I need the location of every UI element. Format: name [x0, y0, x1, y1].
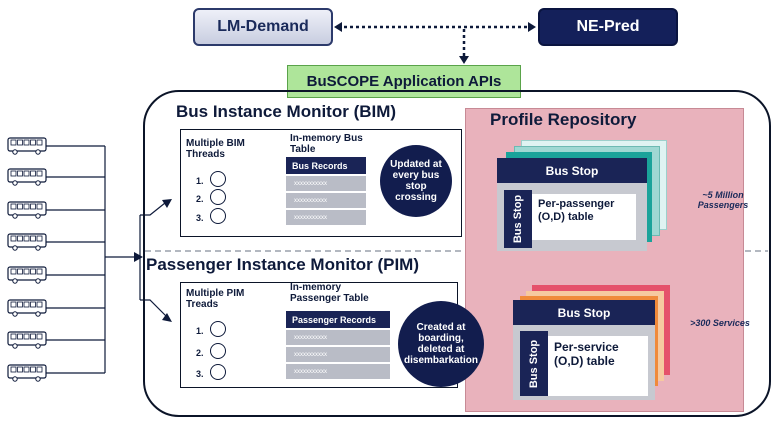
- bus-thread-icon: [210, 189, 226, 205]
- pim-title: Passenger Instance Monitor (PIM): [146, 255, 419, 274]
- per-passenger-table: Per-passenger (O,D) table: [532, 194, 636, 240]
- bus-record-row: xxxxxxxxxxx: [286, 193, 366, 208]
- bus-icon: [7, 201, 47, 219]
- bus-icon: [7, 137, 47, 155]
- bus-feed-lines: [46, 145, 169, 374]
- top-brace-label: ~5 Million Passengers: [697, 190, 749, 210]
- pim-feed-arrow-icon: [162, 313, 172, 322]
- passenger-thread-icon: [210, 321, 226, 337]
- bus-icon: [7, 168, 47, 186]
- down-arrowhead-icon: [459, 56, 469, 64]
- bus-record-row: xxxxxxxxxxx: [286, 176, 366, 191]
- passenger-record-row: xxxxxxxxxxx: [286, 330, 390, 345]
- bus-icon: [7, 266, 47, 284]
- bus-icon: [7, 299, 47, 317]
- bim-thread-number: 1.: [196, 176, 204, 186]
- passenger-records-header: Passenger Records: [286, 311, 390, 328]
- bus-stop-side-bottom: Bus Stop: [520, 331, 548, 396]
- bus-icon: [7, 331, 47, 349]
- bus-icon: [7, 364, 47, 382]
- bus-icon: [7, 233, 47, 251]
- pim-threads-label: Multiple PIM Treads: [186, 288, 245, 310]
- buscope-container: [143, 90, 771, 417]
- profile-repository-title: Profile Repository: [490, 110, 637, 129]
- lm-demand-box: LM-Demand: [193, 8, 333, 46]
- bus-stop-side-top: Bus Stop: [504, 190, 532, 248]
- bim-title: Bus Instance Monitor (BIM): [176, 102, 397, 121]
- pim-table-label: In-memory Passenger Table: [290, 282, 369, 304]
- passenger-record-row: xxxxxxxxxxx: [286, 347, 390, 362]
- passenger-thread-icon: [210, 364, 226, 380]
- per-service-table: Per-service (O,D) table: [548, 336, 648, 396]
- bim-thread-number: 3.: [196, 213, 204, 223]
- ne-pred-box: NE-Pred: [538, 8, 678, 46]
- passenger-thread-icon: [210, 343, 226, 359]
- bim-table-label: In-memory Bus Table: [290, 133, 363, 155]
- bim-threads-label: Multiple BIM Threads: [186, 138, 245, 160]
- bus-thread-icon: [210, 208, 226, 224]
- pim-lifecycle-bubble: Created at boarding, deleted at disembar…: [398, 301, 484, 387]
- bus-stop-header-bottom: Bus Stop: [513, 300, 655, 325]
- bus-thread-icon: [210, 171, 226, 187]
- pim-thread-number: 3.: [196, 369, 204, 379]
- bus-stop-header-top: Bus Stop: [497, 158, 647, 183]
- bim-update-bubble: Updated at every bus stop crossing: [380, 145, 452, 217]
- feed-merge-arrow-icon: [134, 252, 143, 262]
- bim-thread-number: 2.: [196, 194, 204, 204]
- left-arrowhead-icon: [334, 22, 342, 32]
- passenger-record-row: xxxxxxxxxxx: [286, 364, 390, 379]
- bus-records-header: Bus Records: [286, 157, 366, 174]
- bus-record-row: xxxxxxxxxxx: [286, 210, 366, 225]
- pim-thread-number: 2.: [196, 348, 204, 358]
- bim-feed-arrow-icon: [162, 199, 172, 208]
- right-arrowhead-icon: [528, 22, 536, 32]
- api-bar: BuSCOPE Application APIs: [287, 65, 521, 98]
- pim-thread-number: 1.: [196, 326, 204, 336]
- bottom-brace-label: >300 Services: [690, 318, 750, 328]
